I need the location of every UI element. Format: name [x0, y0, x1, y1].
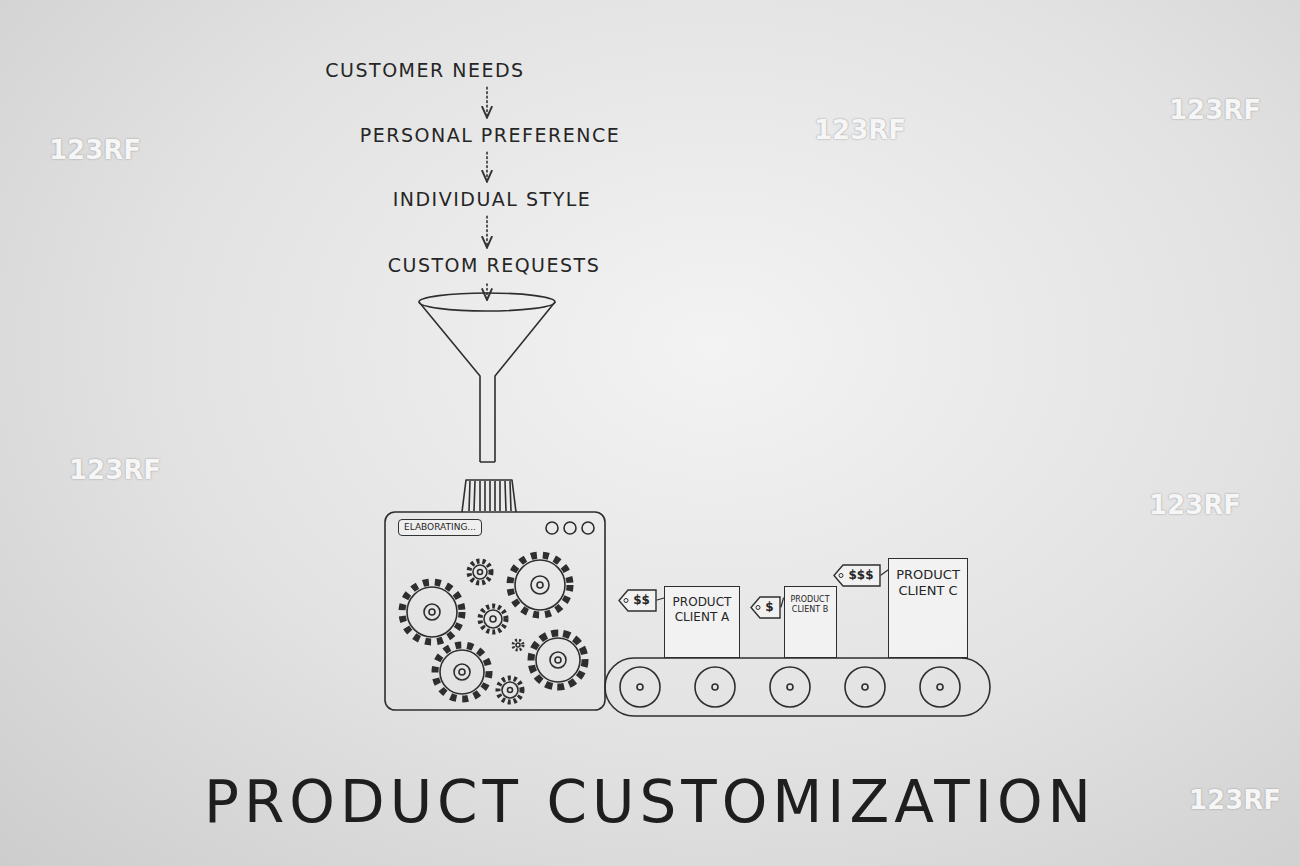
- title-text: PRODUCT CUSTOMIZATION: [204, 768, 1096, 836]
- gear: [480, 606, 506, 632]
- funnel-rim: [419, 293, 555, 311]
- watermark: 123RF: [49, 135, 141, 165]
- gear: [510, 555, 570, 615]
- conveyor-rollers: [620, 667, 960, 707]
- price-tag: $: [750, 596, 781, 619]
- funnel: [419, 302, 555, 462]
- gear: [469, 561, 491, 583]
- tag-hole: [624, 598, 628, 602]
- machine-light: [564, 522, 576, 534]
- node-text: PERSONAL PREFERENCE: [360, 124, 620, 147]
- flow-step: PERSONAL PREFERENCE: [356, 122, 624, 149]
- node-text: PRODUCT CLIENT B: [789, 595, 832, 615]
- tag-hole: [839, 573, 843, 577]
- input-arrow: [486, 284, 488, 300]
- price-tag: $$: [618, 589, 657, 612]
- watermark: 123RF: [69, 455, 161, 485]
- machine-display: ELABORATING...: [398, 519, 482, 536]
- diagram-title: PRODUCT CUSTOMIZATION: [0, 768, 1300, 836]
- watermark: 123RF: [1189, 785, 1281, 815]
- product-box: PRODUCT CLIENT B: [784, 586, 837, 658]
- node-text: $$$: [848, 568, 874, 582]
- flow-step: CUSTOM REQUESTS: [384, 252, 605, 279]
- product-box: PRODUCT CLIENT C: [888, 558, 968, 658]
- node-text: $$: [633, 593, 650, 607]
- machine-body: [385, 512, 605, 710]
- gear: [531, 633, 585, 687]
- gear: [513, 640, 523, 650]
- tag-string: [881, 570, 888, 575]
- tag-string: [657, 598, 664, 600]
- node-text: ELABORATING...: [404, 522, 476, 533]
- tag-outline: [834, 565, 880, 586]
- watermark: 123RF: [814, 115, 906, 145]
- machine-light: [582, 522, 594, 534]
- gear: [435, 645, 489, 699]
- watermark-text: 123RF: [1189, 785, 1281, 815]
- flow-arrow: [486, 87, 488, 117]
- watermark-text: 123RF: [1169, 95, 1261, 125]
- machine-nozzle: [462, 480, 516, 512]
- node-text: $: [765, 600, 774, 614]
- flow-arrow: [486, 216, 488, 247]
- watermark-text: 123RF: [69, 455, 161, 485]
- node-text: PRODUCT CLIENT C: [893, 567, 963, 600]
- gear: [498, 678, 522, 702]
- flow-step: INDIVIDUAL STYLE: [389, 186, 596, 213]
- machine-light: [546, 522, 558, 534]
- tag-hole: [756, 605, 760, 609]
- flow-step: CUSTOMER NEEDS: [321, 57, 528, 84]
- node-text: CUSTOMER NEEDS: [325, 59, 524, 82]
- node-text: INDIVIDUAL STYLE: [393, 188, 592, 211]
- gear: [402, 582, 462, 642]
- product-box: PRODUCT CLIENT A: [664, 586, 740, 658]
- watermark: 123RF: [1169, 95, 1261, 125]
- watermark-text: 123RF: [49, 135, 141, 165]
- tag-outline: [751, 597, 780, 618]
- watermark-text: 123RF: [1149, 490, 1241, 520]
- watermark-text: 123RF: [814, 115, 906, 145]
- price-tag: $$$: [833, 564, 881, 587]
- conveyor-belt: [605, 658, 990, 716]
- flow-arrow: [486, 152, 488, 181]
- tag-outline: [619, 590, 656, 611]
- node-text: CUSTOM REQUESTS: [388, 254, 601, 277]
- node-text: PRODUCT CLIENT A: [669, 595, 735, 625]
- watermark: 123RF: [1149, 490, 1241, 520]
